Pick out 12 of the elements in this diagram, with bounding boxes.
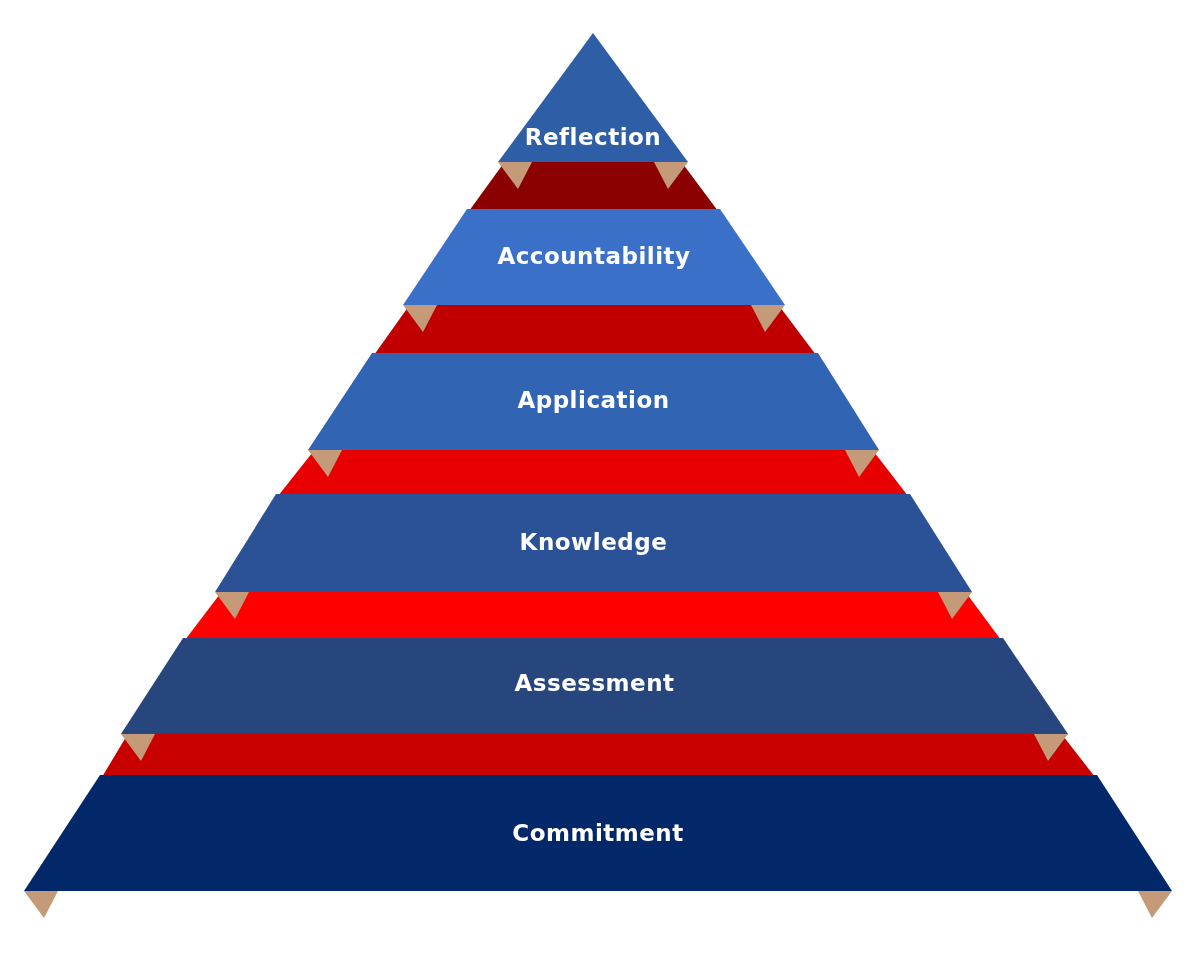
pyramid-tier — [308, 353, 879, 450]
tier-label: Reflection — [524, 126, 662, 149]
tier-label: Knowledge — [519, 531, 668, 554]
pyramid-tier — [24, 775, 1172, 891]
pyramid-tier — [215, 494, 972, 592]
tier-label: Accountability — [497, 245, 691, 268]
tier-label: Assessment — [514, 672, 675, 695]
pyramid-tier — [403, 209, 785, 305]
pyramid-top-triangle — [498, 33, 688, 162]
tier-label: Application — [517, 389, 670, 412]
pyramid-tier — [121, 638, 1068, 734]
tier-label: Commitment — [512, 822, 684, 845]
